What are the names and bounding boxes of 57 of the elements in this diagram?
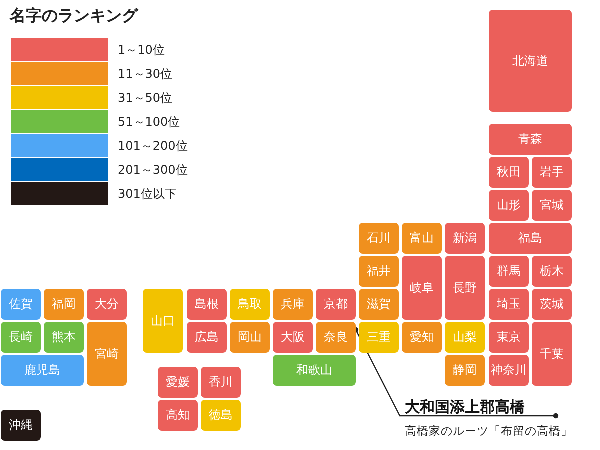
prefecture-box: 長野 — [445, 256, 485, 320]
prefecture-box: 鹿児島 — [1, 355, 84, 386]
annotation-heading: 大和国添上郡高橋 — [405, 398, 525, 417]
prefecture-box: 兵庫 — [273, 289, 313, 320]
prefecture-box: 沖縄 — [1, 410, 41, 441]
prefecture-box: 熊本 — [44, 322, 84, 353]
prefecture-box: 北海道 — [489, 10, 572, 112]
legend-label: 11～30位 — [118, 66, 173, 83]
annotation-note: 高橋家のルーツ「布留の高橋」 — [405, 424, 573, 439]
prefecture-box: 広島 — [187, 322, 227, 353]
legend-label: 101～200位 — [118, 138, 188, 155]
prefecture-box: 福岡 — [44, 289, 84, 320]
prefecture-box: 岐阜 — [402, 256, 442, 320]
prefecture-box: 鳥取 — [230, 289, 270, 320]
prefecture-box: 和歌山 — [273, 355, 356, 386]
prefecture-box: 栃木 — [532, 256, 572, 287]
prefecture-box: 山口 — [143, 289, 183, 353]
prefecture-box: 山梨 — [445, 322, 485, 353]
prefecture-box: 香川 — [201, 367, 241, 398]
prefecture-box: 山形 — [489, 190, 529, 221]
legend-label: 51～100位 — [118, 114, 180, 131]
prefecture-box: 埼玉 — [489, 289, 529, 320]
prefecture-box: 佐賀 — [1, 289, 41, 320]
prefecture-box: 奈良 — [316, 322, 356, 353]
prefecture-box: 徳島 — [201, 400, 241, 431]
prefecture-box: 茨城 — [532, 289, 572, 320]
legend-label: 201～300位 — [118, 162, 188, 179]
prefecture-box: 京都 — [316, 289, 356, 320]
prefecture-box: 高知 — [158, 400, 198, 431]
prefecture-box: 愛知 — [402, 322, 442, 353]
prefecture-box: 岩手 — [532, 157, 572, 188]
prefecture-box: 福島 — [489, 223, 572, 254]
prefecture-box: 三重 — [359, 322, 399, 353]
prefecture-box: 秋田 — [489, 157, 529, 188]
legend-label: 31～50位 — [118, 90, 173, 107]
prefecture-box: 神奈川 — [489, 355, 529, 386]
legend-label: 301位以下 — [118, 186, 177, 203]
prefecture-box: 宮城 — [532, 190, 572, 221]
prefecture-box: 福井 — [359, 256, 399, 287]
prefecture-box: 岡山 — [230, 322, 270, 353]
prefecture-box: 島根 — [187, 289, 227, 320]
legend-label: 1～10位 — [118, 42, 165, 59]
prefecture-box: 石川 — [359, 223, 399, 254]
prefecture-box: 大分 — [87, 289, 127, 320]
prefecture-box: 滋賀 — [359, 289, 399, 320]
title: 名字のランキング — [10, 6, 138, 27]
prefecture-box: 群馬 — [489, 256, 529, 287]
prefecture-box: 富山 — [402, 223, 442, 254]
prefecture-box: 千葉 — [532, 322, 572, 386]
prefecture-box: 新潟 — [445, 223, 485, 254]
prefecture-box: 静岡 — [445, 355, 485, 386]
prefecture-box: 大阪 — [273, 322, 313, 353]
prefecture-box: 宮崎 — [87, 322, 127, 386]
prefecture-box: 長崎 — [1, 322, 41, 353]
prefecture-box: 愛媛 — [158, 367, 198, 398]
prefecture-box: 青森 — [489, 124, 572, 155]
prefecture-box: 東京 — [489, 322, 529, 353]
